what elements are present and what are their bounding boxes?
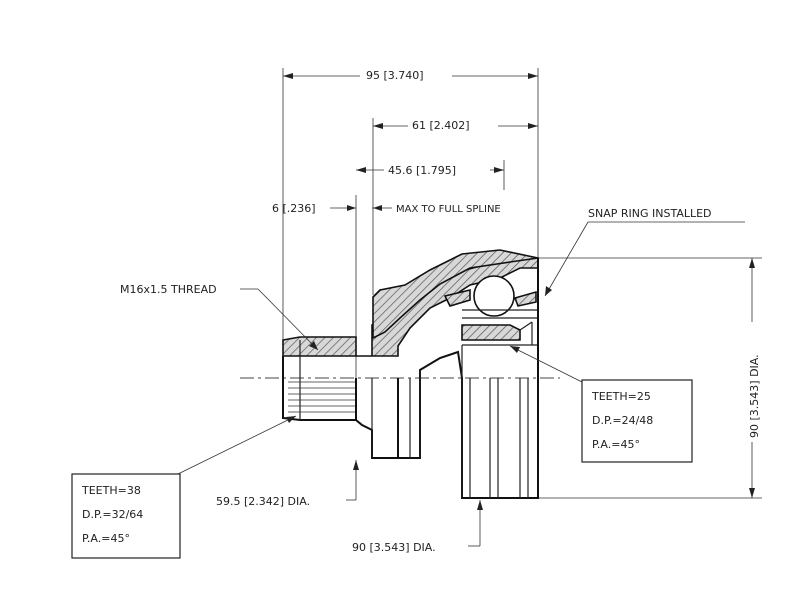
outer-spline-callout: TEETH=38 D.P.=32/64 P.A.=45° [71, 415, 297, 559]
shoulder-diameter-label: 59.5 [2.342] DIA. [216, 495, 310, 508]
body-diameter-label: 90 [3.543] DIA. [352, 541, 436, 554]
dimension-shoulder-diameter: 59.5 [2.342] DIA. [216, 460, 359, 508]
dimension-outer-diameter: 90 [3.543] DIA. [744, 258, 761, 498]
dimension-body-length: 61 [2.402] [373, 117, 538, 133]
thread-label: M16x1.5 THREAD [120, 283, 217, 296]
snap-ring-callout: SNAP RING INSTALLED [544, 207, 745, 297]
dimension-stub-length: 6 [.236] MAX TO FULL SPLINE [272, 202, 501, 215]
cage-lines [462, 309, 538, 346]
spline-length-label: 45.6 [1.795] [388, 164, 456, 177]
inner-dp-label: D.P.=24/48 [592, 414, 653, 427]
stub-spline-lines [288, 381, 356, 413]
body-length-label: 61 [2.402] [412, 119, 470, 132]
extension-lines [282, 68, 762, 499]
inner-spline-box [581, 379, 693, 463]
outer-spline-box [71, 473, 181, 559]
stub-length-label: 6 [.236] [272, 202, 316, 215]
outer-teeth-label: TEETH=38 [81, 484, 141, 497]
outer-pa-label: P.A.=45° [82, 532, 130, 545]
snap-ring-label: SNAP RING INSTALLED [588, 207, 712, 220]
overall-length-label: 95 [3.740] [366, 69, 424, 82]
dimension-body-diameter: 90 [3.543] DIA. [352, 500, 483, 554]
inner-spline-callout: TEETH=25 D.P.=24/48 P.A.=45° [509, 345, 693, 463]
dimension-spline-length: 45.6 [1.795] [356, 161, 504, 177]
outer-diameter-label: 90 [3.543] DIA. [748, 354, 761, 438]
inner-teeth-label: TEETH=25 [591, 390, 651, 403]
joint-upper-section [282, 249, 539, 357]
outer-dp-label: D.P.=32/64 [82, 508, 143, 521]
joint-lower-outline [282, 258, 539, 499]
inner-pa-label: P.A.=45° [592, 438, 640, 451]
ball-bearing [473, 275, 515, 317]
max-to-full-spline-label: MAX TO FULL SPLINE [396, 204, 501, 215]
thread-callout: M16x1.5 THREAD [120, 283, 319, 351]
dimension-overall-length: 95 [3.740] [283, 67, 538, 83]
